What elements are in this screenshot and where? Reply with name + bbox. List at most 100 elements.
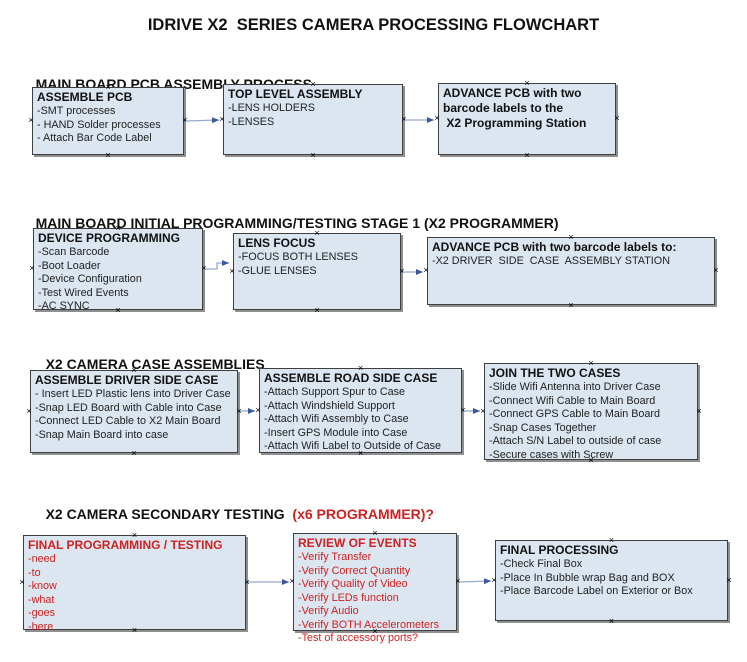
box-title: ADVANCE PCB with two barcode labels to:: [432, 240, 677, 254]
box-item: -Test Wired Events: [38, 286, 129, 299]
box-title: ADVANCE PCB with two barcode labels to t…: [443, 86, 587, 130]
box-final-processing[interactable]: FINAL PROCESSING -Check Final Box -Place…: [491, 536, 731, 626]
box-item: -Attach Support Spur to Case: [264, 386, 406, 398]
connector-handle-right-icon: ×: [713, 265, 719, 275]
box-device-programming[interactable]: DEVICE PROGRAMMING -Scan Barcode -Boot L…: [29, 224, 206, 315]
box-assemble-road-side-case[interactable]: ASSEMBLE ROAD SIDE CASE -Attach Support …: [255, 364, 465, 458]
box-item: -GLUE LENSES: [238, 264, 317, 277]
connector-handle-left-icon: ×: [434, 113, 440, 123]
box-item: -Verify LEDs function: [298, 591, 399, 604]
connector-handle-left-icon: ×: [219, 113, 225, 124]
box-title: ASSEMBLE PCB: [37, 90, 133, 104]
box-item: -to: [28, 566, 41, 579]
box-item: - Insert LED Plastic lens into Driver Ca…: [35, 388, 231, 400]
connector-handle-right-icon: ×: [399, 265, 405, 276]
box-item: -Connect GPS Cable to Main Board: [489, 408, 661, 420]
box-title: ASSEMBLE DRIVER SIDE CASE: [35, 373, 219, 387]
box-item: -Connect Wifi Cable to Main Board: [489, 394, 656, 407]
connector-handle-right-icon: ×: [460, 404, 466, 415]
box-title: REVIEW OF EVENTS: [298, 536, 417, 550]
box-item: - Attach Bar Code Label: [37, 132, 152, 144]
connector-handle-bottom-icon: ×: [131, 448, 137, 458]
connector-handle-left-icon: ×: [28, 115, 34, 125]
box-assemble-pcb[interactable]: ASSEMBLE PCB -SMT processes - HAND Solde…: [28, 83, 187, 160]
box-item: -FOCUS BOTH LENSES: [238, 251, 358, 263]
flowchart-title: IDRIVE X2 SERIES CAMERA PROCESSING FLOWC…: [147, 16, 600, 34]
box-top-level-assembly[interactable]: TOP LEVEL ASSEMBLY -LENS HOLDERS -LENSES…: [219, 80, 406, 160]
connector-handle-left-icon: ×: [19, 576, 25, 587]
box-item: -Verify BOTH Accelerometers: [298, 618, 439, 631]
section-header-text: X2 CAMERA CASE ASSEMBLIES: [45, 356, 265, 372]
box-join-the-two-cases[interactable]: JOIN THE TWO CASES -Slide Wifi Antenna i…: [480, 359, 701, 465]
arrow-review-to-final-processing: [458, 578, 492, 585]
connector-handle-bottom-icon: ×: [314, 305, 320, 315]
box-item: -Attach Windshield Support: [264, 399, 395, 412]
box-lens-focus[interactable]: LENS FOCUS -FOCUS BOTH LENSES -GLUE LENS…: [229, 229, 404, 315]
arrow-device-programming-to-lens-focus: [205, 260, 229, 270]
box-item: -Connect LED Cable to X2 Main Board: [35, 415, 221, 427]
connector-handle-right-icon: ×: [696, 405, 702, 416]
box-item: -Verify Audio: [298, 605, 359, 617]
section-header-case-assemblies: X2 CAMERA CASE ASSEMBLIES: [30, 340, 265, 388]
connector-handle-bottom-icon: ×: [310, 150, 316, 160]
arrow-assemble-pcb-to-top-level: [185, 117, 220, 124]
box-item: -LENSES: [228, 115, 275, 128]
connector-handle-bottom-icon: ×: [524, 150, 530, 160]
box-item: -Snap Cases Together: [489, 421, 597, 434]
connector-handle-left-icon: ×: [255, 404, 261, 415]
connector-handle-left-icon: ×: [26, 405, 32, 416]
box-item: -Snap LED Board with Cable into Case: [35, 401, 222, 414]
box-item: -LENS HOLDERS: [228, 102, 315, 114]
box-item: -Secure cases with Screw: [489, 448, 614, 461]
connector-handle-right-icon: ×: [244, 576, 250, 587]
box-item: -know: [28, 580, 57, 592]
connector-handle-right-icon: ×: [726, 574, 732, 585]
box-item: -Verify Quality of Video: [298, 578, 408, 590]
connector-handle-left-icon: ×: [229, 265, 235, 276]
box-title: FINAL PROCESSING: [500, 543, 619, 557]
box-item: -Place In Bubble wrap Bag and BOX: [500, 571, 675, 584]
connector-handle-right-icon: ×: [614, 113, 620, 123]
box-advance-pcb-programming-station[interactable]: ADVANCE PCB with two barcode labels to t…: [434, 79, 619, 160]
box-item: -SMT processes: [37, 105, 116, 117]
box-title: ASSEMBLE ROAD SIDE CASE: [264, 371, 438, 385]
box-item: -Insert GPS Module into Case: [264, 426, 408, 439]
box-item: -Device Configuration: [38, 273, 142, 285]
box-title: FINAL PROGRAMMING / TESTING: [28, 538, 223, 552]
box-title: JOIN THE TWO CASES: [489, 366, 621, 380]
connector-handle-left-icon: ×: [289, 576, 295, 586]
connector-handle-bottom-icon: ×: [568, 300, 574, 310]
box-item: -Slide Wifi Antenna into Driver Case: [489, 381, 661, 393]
box-review-of-events[interactable]: REVIEW OF EVENTS -Verify Transfer -Verif…: [289, 529, 460, 645]
box-item: -AC SYNC: [38, 300, 90, 312]
connector-handle-bottom-icon: ×: [608, 616, 615, 626]
box-item: -Place Barcode Label on Exterior or Box: [500, 585, 693, 597]
connector-handle-left-icon: ×: [480, 405, 486, 416]
section-header-red-text: (x6 PROGRAMMER)?: [292, 506, 434, 522]
section-header-secondary-testing: X2 CAMERA SECONDARY TESTING (x6 PROGRAMM…: [30, 490, 434, 538]
box-item: -Attach Wifi Label to Outside of Case: [264, 440, 442, 452]
box-item: -Verify Correct Quantity: [298, 564, 411, 577]
box-item: -Verify Transfer: [298, 551, 372, 563]
box-advance-pcb-driver-side-station[interactable]: ADVANCE PCB with two barcode labels to: …: [423, 233, 718, 310]
box-assemble-driver-side-case[interactable]: ASSEMBLE DRIVER SIDE CASE - Insert LED P…: [26, 366, 241, 458]
box-title: TOP LEVEL ASSEMBLY: [228, 87, 363, 101]
box-title: LENS FOCUS: [238, 236, 316, 250]
box-item: -Snap Main Board into case: [35, 428, 169, 441]
box-item: -what: [28, 593, 55, 606]
box-item: -Scan Barcode: [38, 246, 110, 258]
connector-handle-left-icon: ×: [423, 265, 429, 275]
connector-handle-right-icon: ×: [182, 115, 188, 125]
connector-handle-left-icon: ×: [29, 263, 35, 273]
box-item: -goes: [28, 607, 56, 619]
section-header-text: MAIN BOARD INITIAL PROGRAMMING/TESTING S…: [35, 215, 559, 231]
section-header-text: X2 CAMERA SECONDARY TESTING: [45, 506, 293, 522]
box-item: -Attach S/N Label to outside of case: [489, 435, 662, 447]
box-item: -X2 DRIVER SIDE CASE ASSEMBLY STATION: [432, 255, 670, 267]
box-item: -Boot Loader: [38, 259, 101, 272]
box-item: -Attach Wifi Assembly to Case: [264, 413, 409, 425]
box-item: -Check Final Box: [500, 558, 583, 570]
box-final-programming-testing[interactable]: FINAL PROGRAMMING / TESTING -need -to -k…: [19, 531, 249, 635]
connector-handle-right-icon: ×: [401, 113, 407, 124]
